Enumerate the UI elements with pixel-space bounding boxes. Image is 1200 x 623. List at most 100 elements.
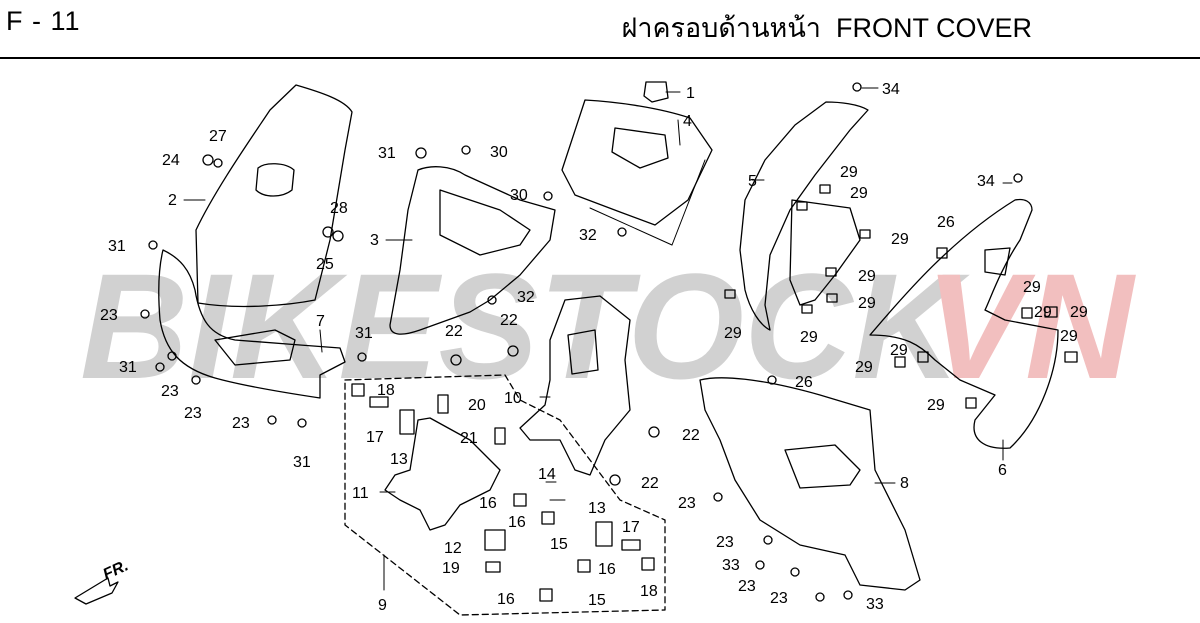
callout-19: 19 <box>442 560 460 577</box>
callout-33b: 33 <box>866 596 884 613</box>
callout-26a: 26 <box>795 374 813 391</box>
callout-29j: 29 <box>1060 328 1078 345</box>
callout-23b: 23 <box>161 383 179 400</box>
inner-cover-part <box>389 166 556 335</box>
callout-29a: 29 <box>840 164 858 181</box>
callout-34b: 34 <box>977 173 995 190</box>
callout-13b: 13 <box>588 500 606 517</box>
callout-2: 2 <box>168 192 177 209</box>
side-fairing-vent <box>984 247 1011 276</box>
callout-31e: 31 <box>293 454 311 471</box>
callout-4: 4 <box>683 113 692 130</box>
callout-29c: 29 <box>891 231 909 248</box>
callout-5: 5 <box>748 173 757 190</box>
forward-direction-label: FR. <box>101 557 132 583</box>
callout-3: 3 <box>370 232 379 249</box>
callout-10: 10 <box>504 390 522 407</box>
page-code: F - 11 <box>6 6 81 36</box>
cowl-bracket-part <box>519 295 631 476</box>
callout-16b: 16 <box>508 514 526 531</box>
callout-30b: 30 <box>510 187 528 204</box>
callout-28: 28 <box>330 200 348 217</box>
callout-25: 25 <box>316 256 334 273</box>
forward-arrow-icon <box>74 577 119 605</box>
subassembly-boundary <box>344 374 666 616</box>
watermark-text-main: BIKESTOCK <box>80 242 970 410</box>
callout-22c: 22 <box>682 427 700 444</box>
callout-23f: 23 <box>716 534 734 551</box>
cowl-bracket-window <box>567 329 599 375</box>
windscreen-vent <box>255 163 295 197</box>
meter-panel-cover-part <box>561 99 713 226</box>
callout-16d: 16 <box>497 591 515 608</box>
callout-32a: 32 <box>579 227 597 244</box>
callout-8: 8 <box>900 475 909 492</box>
callout-31c: 31 <box>119 359 137 376</box>
callout-23g: 23 <box>738 578 756 595</box>
callout-29k: 29 <box>890 342 908 359</box>
callout-23c: 23 <box>184 405 202 422</box>
page-header: F - 11 ฝาครอบด้านหน้า FRONT COVER <box>0 0 1200 59</box>
callout-12: 12 <box>444 540 462 557</box>
callout-31d: 31 <box>355 325 373 342</box>
clip-part-1 <box>643 81 669 103</box>
callout-15a: 15 <box>550 536 568 553</box>
inner-cover-detail <box>439 189 531 256</box>
callout-29d: 29 <box>858 268 876 285</box>
callout-30a: 30 <box>490 144 508 161</box>
callout-20: 20 <box>468 397 486 414</box>
callout-22d: 22 <box>641 475 659 492</box>
callout-9: 9 <box>378 597 387 614</box>
callout-21: 21 <box>460 430 478 447</box>
callout-24: 24 <box>162 152 180 169</box>
callout-29n: 29 <box>1034 304 1052 321</box>
callout-1: 1 <box>686 85 695 102</box>
callout-22b: 22 <box>500 312 518 329</box>
side-fairing-right-part <box>869 198 1059 449</box>
callout-29f: 29 <box>724 325 742 342</box>
callout-34a: 34 <box>882 81 900 98</box>
callout-18b: 18 <box>640 583 658 600</box>
callout-33a: 33 <box>722 557 740 574</box>
callout-16c: 16 <box>598 561 616 578</box>
callout-11: 11 <box>352 485 369 502</box>
callout-15b: 15 <box>588 592 606 609</box>
exploded-parts-diagram: BIKESTOCK VN <box>74 81 1136 616</box>
callout-18a: 18 <box>377 382 395 399</box>
watermark-text-accent: VN <box>925 242 1136 410</box>
callout-31a: 31 <box>108 238 126 255</box>
callout-29b: 29 <box>850 185 868 202</box>
page-title: ฝาครอบด้านหน้า FRONT COVER <box>622 6 1033 49</box>
callout-23e: 23 <box>678 495 696 512</box>
watermark: BIKESTOCK VN <box>80 242 1136 410</box>
windscreen-part <box>195 84 353 308</box>
callout-23d: 23 <box>232 415 250 432</box>
callout-29e: 29 <box>858 295 876 312</box>
callout-13a: 13 <box>390 451 408 468</box>
callout-29l: 29 <box>855 359 873 376</box>
header-rule <box>0 57 1200 59</box>
left-lower-fairing-part <box>158 249 346 399</box>
page-title-english: FRONT COVER <box>835 13 1032 43</box>
callout-16a: 16 <box>479 495 497 512</box>
callout-7: 7 <box>316 313 325 330</box>
callout-22a: 22 <box>445 323 463 340</box>
callout-31b: 31 <box>378 145 396 162</box>
meter-panel-opening <box>611 127 669 169</box>
callout-29h: 29 <box>1023 279 1041 296</box>
lower-fairing-vent <box>784 444 861 489</box>
callout-27: 27 <box>209 128 227 145</box>
fastener-shapes <box>140 82 1078 602</box>
lower-fairing-right-part <box>699 377 921 591</box>
left-lower-fairing-detail <box>214 329 296 366</box>
callout-17a: 17 <box>366 429 384 446</box>
callout-6: 6 <box>998 462 1007 479</box>
callout-17b: 17 <box>622 519 640 536</box>
callout-23h: 23 <box>770 590 788 607</box>
leader-lines <box>183 87 1013 591</box>
callout-29m: 29 <box>927 397 945 414</box>
page-title-thai: ฝาครอบด้านหน้า <box>621 13 821 43</box>
callout-14: 14 <box>538 466 556 483</box>
callout-29g: 29 <box>800 329 818 346</box>
callout-23a: 23 <box>100 307 118 324</box>
